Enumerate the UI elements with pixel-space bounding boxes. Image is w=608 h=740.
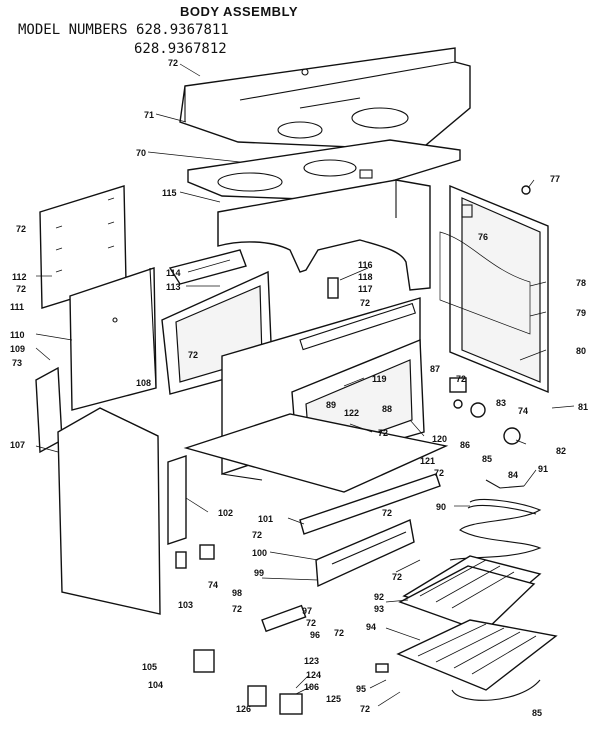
- part-label: 80: [576, 346, 586, 356]
- part-label: 81: [578, 402, 588, 412]
- part-label: 104: [148, 680, 163, 690]
- part-label: 122: [344, 408, 359, 418]
- part-label: 124: [306, 670, 321, 680]
- part-label: 126: [236, 704, 251, 714]
- side-strip-part: [167, 455, 187, 545]
- part-label: 72: [456, 374, 466, 384]
- part-label: 72: [16, 284, 26, 294]
- part-label: 120: [432, 434, 447, 444]
- part-label: 72: [382, 508, 392, 518]
- part-label: 121: [420, 456, 435, 466]
- part-label: 110: [10, 330, 25, 340]
- part-label: 89: [326, 400, 336, 410]
- part-label: 91: [538, 464, 548, 474]
- part-label: 72: [360, 298, 370, 308]
- part-label: 72: [360, 704, 370, 714]
- model-label: MODEL NUMBERS: [18, 22, 128, 38]
- part-label: 100: [252, 548, 267, 558]
- part-label: 101: [258, 514, 273, 524]
- part-label: 74: [208, 580, 218, 590]
- part-label: 78: [576, 278, 586, 288]
- oven-top-shroud-part: [217, 179, 431, 291]
- part-label: 70: [136, 148, 146, 158]
- part-label: 72: [168, 58, 178, 68]
- part-label: 102: [218, 508, 233, 518]
- oven-bottom-part: [183, 413, 449, 493]
- oven-rack-part: [398, 555, 542, 633]
- part-label: 116: [358, 260, 373, 270]
- back-panel-part: [439, 184, 549, 394]
- part-label: 83: [496, 398, 506, 408]
- part-label: 115: [162, 188, 177, 198]
- page-code: 85: [532, 708, 542, 718]
- part-label: 108: [136, 378, 151, 388]
- part-label: 114: [166, 268, 181, 278]
- top-panel-part: [179, 47, 471, 151]
- part-label: 74: [518, 406, 528, 416]
- part-label: 72: [434, 468, 444, 478]
- part-label: 77: [550, 174, 560, 184]
- model-numbers-line1: MODEL NUMBERS 628.9367811: [18, 22, 229, 38]
- part-label: 94: [366, 622, 376, 632]
- part-label: 86: [460, 440, 470, 450]
- part-label: 106: [304, 682, 319, 692]
- front-strip-part: [299, 473, 441, 535]
- part-label: 98: [232, 588, 242, 598]
- part-label: 72: [188, 350, 198, 360]
- part-label: 72: [252, 530, 262, 540]
- part-label: 72: [378, 428, 388, 438]
- left-side-panel-part: [69, 267, 157, 411]
- part-label: 72: [392, 572, 402, 582]
- part-label: 97: [302, 606, 312, 616]
- part-label: 76: [478, 232, 488, 242]
- part-label: 71: [144, 110, 154, 120]
- part-label: 103: [178, 600, 193, 610]
- part-label: 87: [430, 364, 440, 374]
- bake-element-part: [449, 499, 542, 561]
- part-label: 72: [16, 224, 26, 234]
- part-label: 117: [358, 284, 373, 294]
- part-label: 73: [12, 358, 22, 368]
- part-label: 105: [142, 662, 157, 672]
- part-label: 93: [374, 604, 384, 614]
- part-label: 84: [508, 470, 518, 480]
- part-label: 72: [232, 604, 242, 614]
- part-label: 90: [436, 502, 446, 512]
- diagram-title: BODY ASSEMBLY: [180, 4, 298, 19]
- part-label: 88: [382, 404, 392, 414]
- part-label: 107: [10, 440, 25, 450]
- leader-lines: [35, 63, 575, 707]
- part-label: 72: [334, 628, 344, 638]
- part-label: 72: [306, 618, 316, 628]
- part-label: 85: [482, 454, 492, 464]
- part-label: 111: [10, 302, 24, 312]
- part-label: 112: [12, 272, 27, 282]
- part-label: 119: [372, 374, 387, 384]
- drawer-box-part: [315, 519, 415, 588]
- model-number-2: 628.9367812: [134, 41, 227, 57]
- part-number-labels: 72 71 70 115 77 76 72 112 72 111 110 109…: [10, 58, 588, 718]
- part-label: 125: [326, 694, 341, 704]
- part-label: 109: [10, 344, 25, 354]
- part-label: 99: [254, 568, 264, 578]
- part-label: 92: [374, 592, 384, 602]
- small-brackets-parts: [175, 185, 531, 715]
- part-label: 113: [166, 282, 181, 292]
- part-label: 82: [556, 446, 566, 456]
- part-label: 79: [576, 308, 586, 318]
- part-label: 95: [356, 684, 366, 694]
- broil-pan-part: [396, 619, 558, 701]
- model-number-1: 628.9367811: [136, 22, 229, 38]
- part-label: 96: [310, 630, 320, 640]
- part-label: 118: [358, 272, 373, 282]
- part-label: 123: [304, 656, 319, 666]
- body-side-panel-part: [57, 407, 161, 615]
